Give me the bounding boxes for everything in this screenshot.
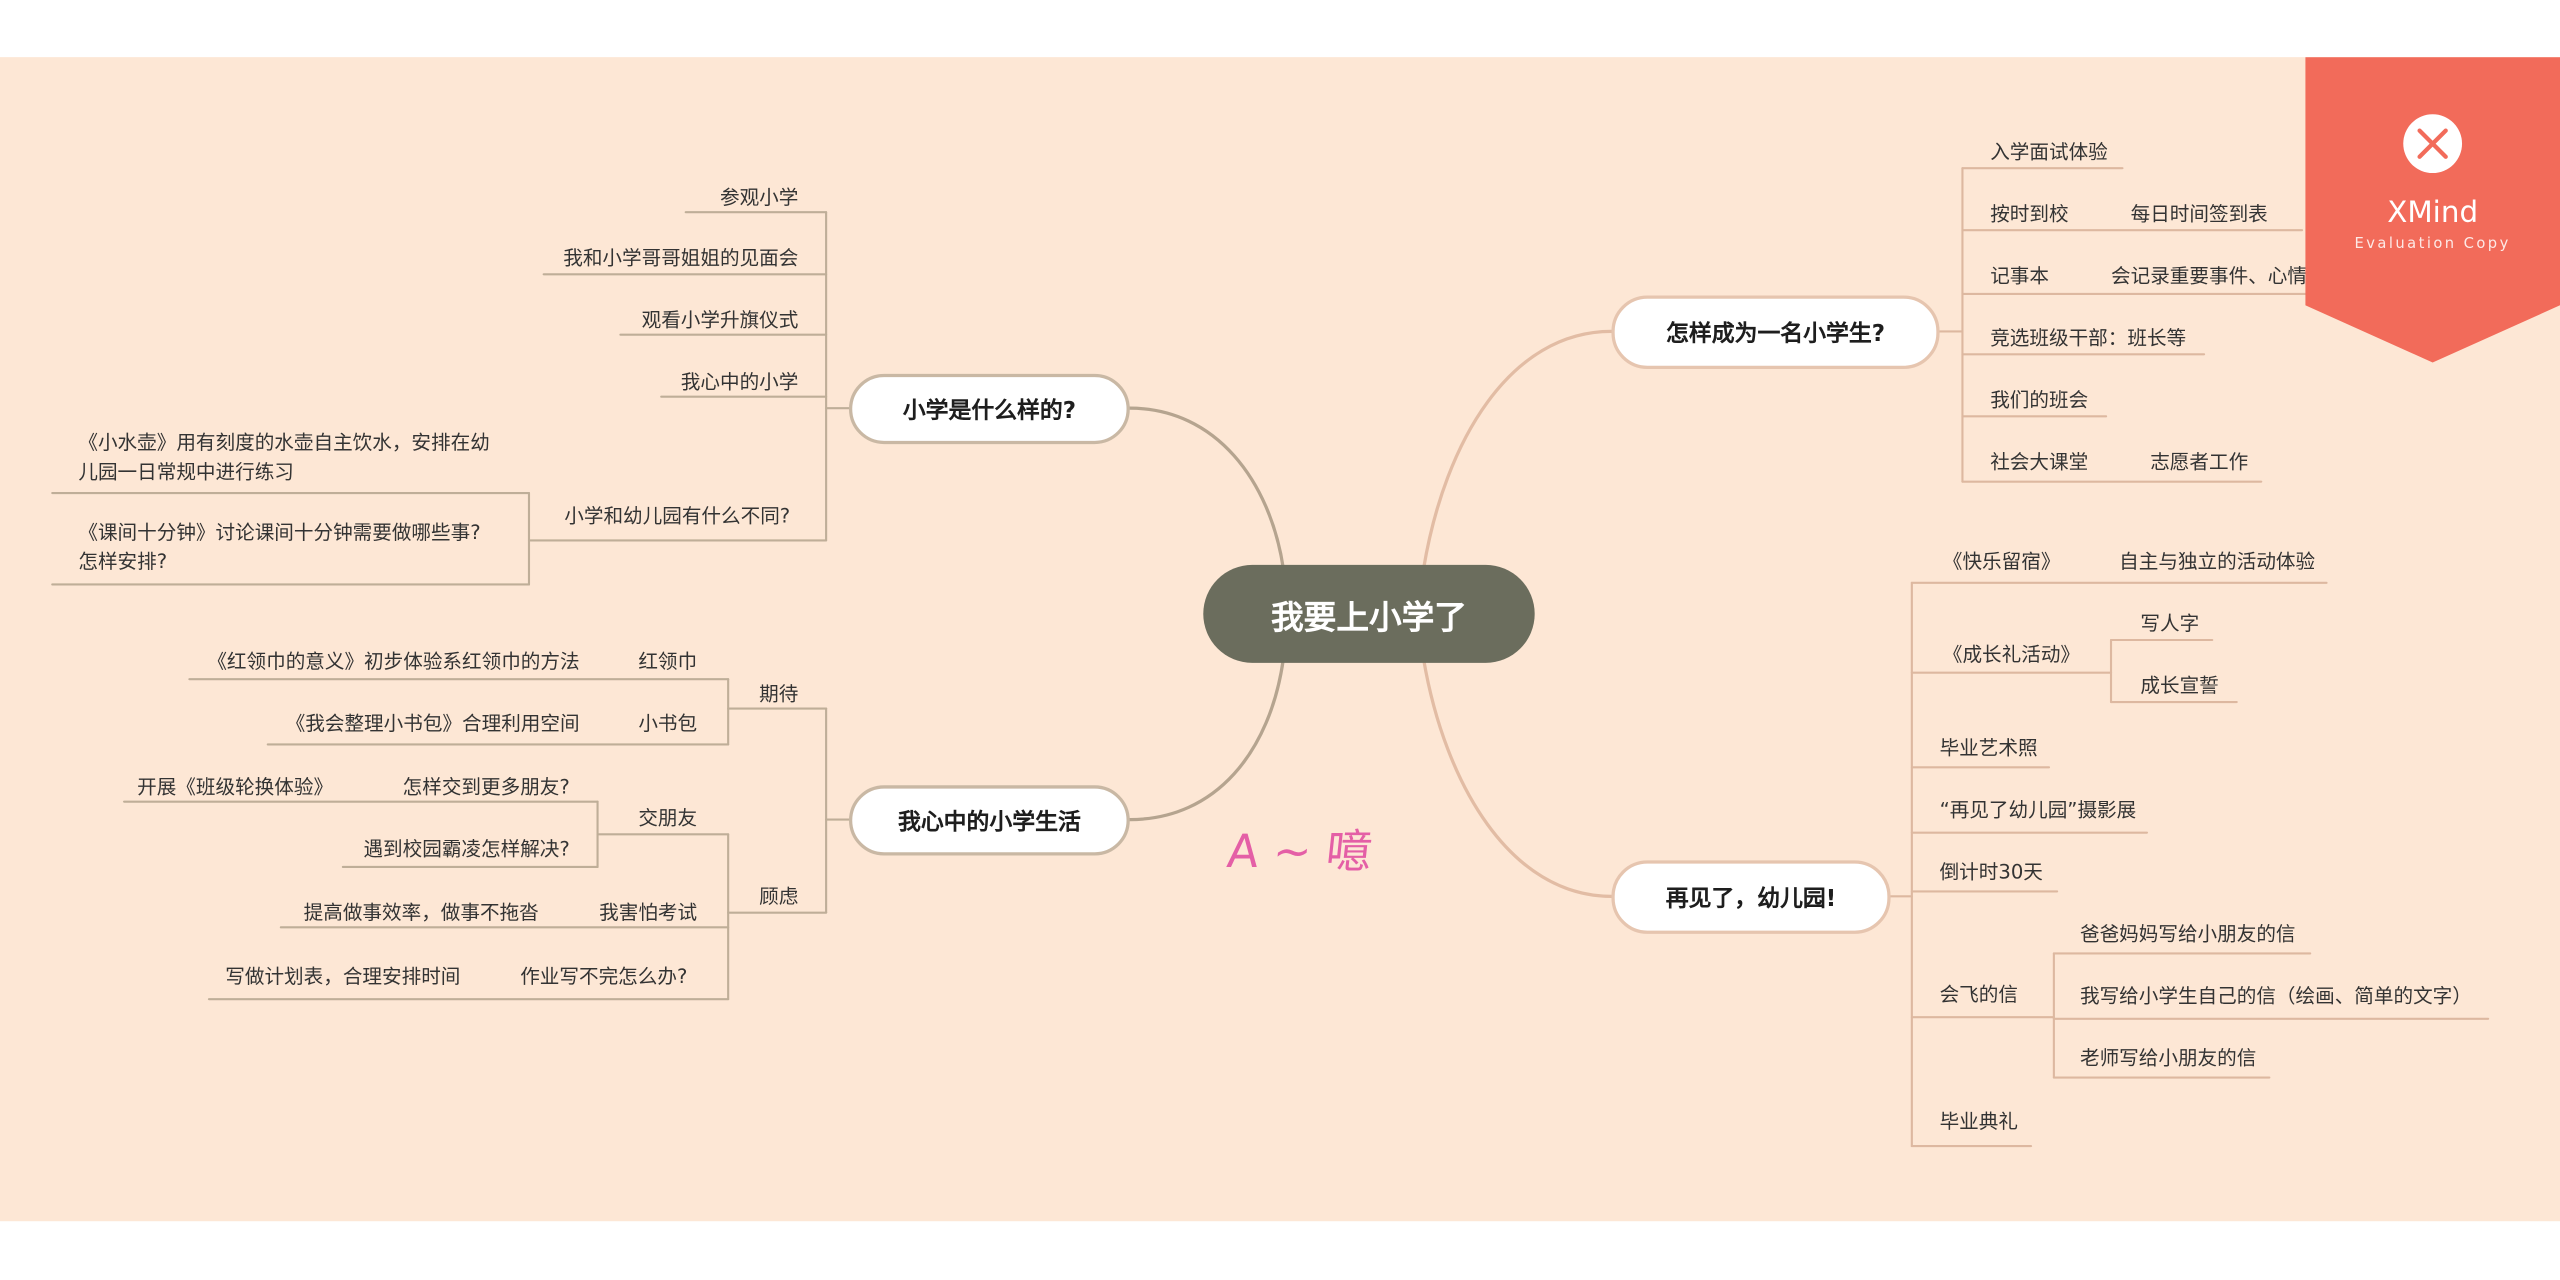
topic-visit-school: 参观小学 — [719, 186, 799, 209]
topic-meet-seniors: 我和小学哥哥姐姐的见面会 — [563, 246, 799, 270]
topic-social-class: 社会大课堂 — [1990, 450, 2089, 474]
topic-sleepover-detail: 自主与独立的活动体验 — [2119, 550, 2316, 574]
topic-class-meeting: 我们的班会 — [1990, 388, 2089, 412]
left-connectors — [51, 211, 1285, 1001]
watermark-subtitle: Evaluation Copy — [2355, 235, 2511, 252]
topic-expect: 期待 — [759, 682, 799, 706]
topic-exam-detail: 提高做事效率，做事不拖沓 — [303, 901, 539, 925]
branch-node-what-is-school: 小学是什么样的? — [848, 373, 1130, 445]
topic-text-line: 《课间十分钟》讨论课间十分钟需要做哪些事? — [78, 520, 481, 544]
branch-curve-become-student — [1422, 329, 1614, 570]
topic-interview: 入学面试体验 — [1990, 140, 2108, 164]
topic-text-line: 怎样安排? — [78, 550, 168, 574]
topic-bullying: 遇到校园霸凌怎样解决? — [363, 837, 570, 861]
watermark-brand: XMind — [2387, 195, 2478, 229]
topic-schoolbag-detail: 《我会整理小书包》合理利用空间 — [285, 711, 580, 735]
topic-notebook-detail: 会记录重要事件、心情等 — [2111, 264, 2327, 288]
topic-ten-minute-break: 《课间十分钟》讨论课间十分钟需要做哪些事? 怎样安排? — [78, 518, 480, 577]
topic-letter-child: 老师写给小朋友的信 — [2080, 1046, 2257, 1070]
topic-class-leader: 竞选班级干部：班长等 — [1990, 326, 2187, 350]
central-topic: 我要上小学了 — [1203, 564, 1535, 663]
topic-growth-child: 写人字 — [2140, 612, 2200, 636]
topic-exam-fear: 我害怕考试 — [599, 901, 698, 925]
right-connectors — [1422, 167, 2490, 1148]
branch-node-school-life: 我心中的小学生活 — [848, 785, 1130, 856]
topic-text-line: 《小水壶》用有刻度的水壶自主饮水，安排在幼 — [78, 431, 490, 454]
topic-water-bottle: 《小水壶》用有刻度的水壶自主饮水，安排在幼 儿园一日常规中进行练习 — [78, 428, 489, 487]
topic-graduation-photo: 毕业艺术照 — [1939, 736, 2038, 760]
topic-make-friends: 交朋友 — [638, 806, 698, 830]
topic-on-time-detail: 每日时间签到表 — [2130, 202, 2268, 226]
branch-curve-what-is-school — [1128, 406, 1285, 570]
topic-class-rotation: 开展《班级轮换体验》 — [137, 775, 334, 799]
topic-text-line: 儿园一日常规中进行练习 — [78, 460, 294, 484]
topic-homework-detail: 写做计划表，合理安排时间 — [225, 964, 461, 988]
xmind-watermark: XMind Evaluation Copy — [2305, 57, 2560, 363]
topic-flag-ceremony: 观看小学升旗仪式 — [641, 308, 799, 332]
topic-growth-ceremony: 《成长礼活动》 — [1942, 643, 2081, 667]
topic-school-in-mind: 我心中的小学 — [680, 370, 799, 394]
topic-letter-child: 我写给小学生自己的信（绘画、简单的文字） — [2080, 984, 2472, 1008]
watermark-banner — [2305, 57, 2560, 363]
topic-schoolbag: 小书包 — [638, 711, 698, 735]
topic-worry: 顾虑 — [759, 884, 799, 908]
topic-social-class-detail: 志愿者工作 — [2150, 450, 2249, 474]
topic-red-scarf-detail: 《红领巾的意义》初步体验系红领巾的方法 — [207, 649, 580, 673]
topic-letter-child: 爸爸妈妈写给小朋友的信 — [2080, 922, 2296, 946]
topic-notebook: 记事本 — [1990, 264, 2050, 288]
topic-on-time: 按时到校 — [1990, 202, 2069, 226]
topic-differences: 小学和幼儿园有什么不同? — [564, 504, 791, 528]
topic-homework: 作业写不完怎么办? — [520, 964, 688, 988]
topic-more-friends: 怎样交到更多朋友? — [402, 775, 570, 799]
branch-curve-goodbye — [1422, 657, 1614, 898]
handwritten-annotation: A ~ 噫 — [1224, 824, 1375, 879]
topic-growth-child: 成长宣誓 — [2140, 674, 2219, 698]
xmind-logo-icon — [2403, 114, 2463, 174]
topic-red-scarf: 红领巾 — [638, 649, 698, 673]
branch-node-goodbye: 再见了，幼儿园! — [1611, 860, 1891, 934]
topic-photo-exhibition: “再见了幼儿园”摄影展 — [1939, 798, 2137, 822]
topic-flying-letters: 会飞的信 — [1939, 982, 2018, 1006]
topic-sleepover: 《快乐留宿》 — [1942, 550, 2061, 574]
topic-countdown: 倒计时30天 — [1939, 860, 2043, 884]
branch-node-become-student: 怎样成为一名小学生? — [1611, 295, 1940, 369]
topic-graduation-ceremony: 毕业典礼 — [1939, 1110, 2018, 1134]
branch-curve-school-life — [1128, 657, 1285, 822]
